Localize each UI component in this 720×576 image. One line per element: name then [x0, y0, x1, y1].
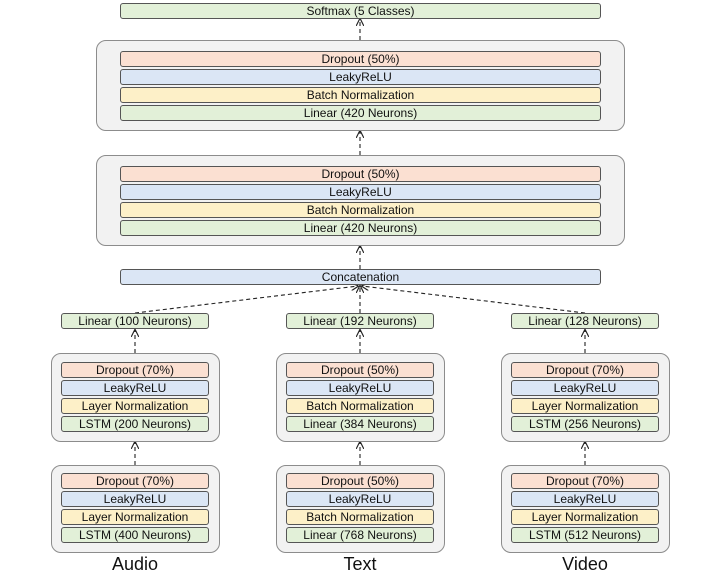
video-label: Video — [562, 554, 608, 574]
concatenation-layer: Concatenation — [120, 269, 601, 285]
audio-projection-layer: Linear (100 Neurons) — [61, 313, 209, 329]
arrow-video-to-concat — [362, 286, 586, 314]
text-lower-dropout-layer: Dropout (50%) — [286, 473, 434, 489]
text-upper-dropout-layer: Dropout (50%) — [286, 362, 434, 378]
text-upper-base-layer: Linear (384 Neurons) — [286, 416, 434, 432]
audio-upper-base-layer: LSTM (200 Neurons) — [61, 416, 209, 432]
video-upper-dropout-layer: Dropout (70%) — [511, 362, 659, 378]
video-lower-activation-layer: LeakyReLU — [511, 491, 659, 507]
dense1-dropout-layer: Dropout (50%) — [120, 166, 601, 182]
text-lower-norm-layer: Batch Normalization — [286, 509, 434, 525]
dense2-norm-layer: Batch Normalization — [120, 87, 601, 103]
softmax-layer: Softmax (5 Classes) — [120, 3, 601, 19]
text-upper-activation-layer: LeakyReLU — [286, 380, 434, 396]
text-lower-base-layer: Linear (768 Neurons) — [286, 527, 434, 543]
audio-upper-activation-layer: LeakyReLU — [61, 380, 209, 396]
audio-lower-norm-layer: Layer Normalization — [61, 509, 209, 525]
dense1-linear-layer: Linear (420 Neurons) — [120, 220, 601, 236]
dense2-dropout-layer: Dropout (50%) — [120, 51, 601, 67]
video-upper-base-layer: LSTM (256 Neurons) — [511, 416, 659, 432]
text-upper-norm-layer: Batch Normalization — [286, 398, 434, 414]
audio-upper-dropout-layer: Dropout (70%) — [61, 362, 209, 378]
video-lower-norm-layer: Layer Normalization — [511, 509, 659, 525]
text-projection-layer: Linear (192 Neurons) — [286, 313, 434, 329]
dense1-activation-layer: LeakyReLU — [120, 184, 601, 200]
dense2-linear-layer: Linear (420 Neurons) — [120, 105, 601, 121]
audio-lower-activation-layer: LeakyReLU — [61, 491, 209, 507]
text-lower-activation-layer: LeakyReLU — [286, 491, 434, 507]
text-label: Text — [343, 554, 377, 574]
video-lower-dropout-layer: Dropout (70%) — [511, 473, 659, 489]
audio-lower-base-layer: LSTM (400 Neurons) — [61, 527, 209, 543]
video-upper-norm-layer: Layer Normalization — [511, 398, 659, 414]
audio-label: Audio — [111, 554, 159, 574]
video-lower-base-layer: LSTM (512 Neurons) — [511, 527, 659, 543]
dense1-norm-layer: Batch Normalization — [120, 202, 601, 218]
audio-lower-dropout-layer: Dropout (70%) — [61, 473, 209, 489]
arrow-audio-to-concat — [134, 286, 358, 314]
video-upper-activation-layer: LeakyReLU — [511, 380, 659, 396]
dense2-activation-layer: LeakyReLU — [120, 69, 601, 85]
audio-upper-norm-layer: Layer Normalization — [61, 398, 209, 414]
video-projection-layer: Linear (128 Neurons) — [511, 313, 659, 329]
